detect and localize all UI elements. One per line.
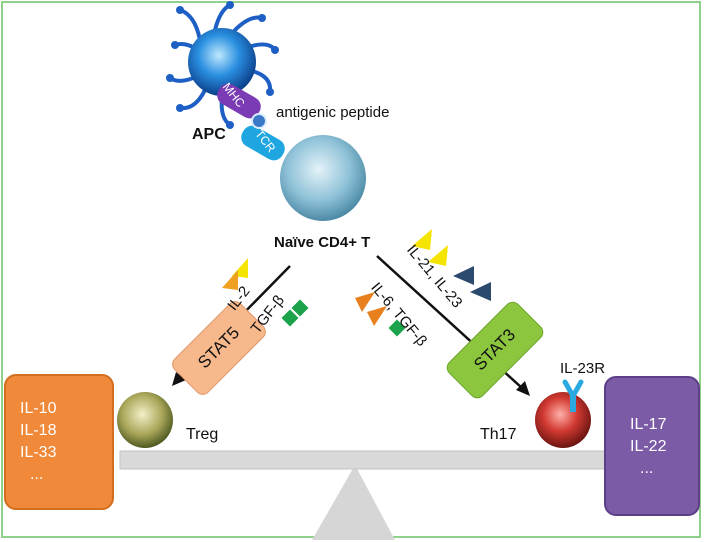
- th17-cell: [535, 392, 591, 448]
- cytokine-item: IL-17: [630, 416, 667, 433]
- il6-triangle-icon: [367, 306, 387, 326]
- treg-label: Treg: [186, 426, 219, 443]
- treg-cytokine-list: IL-10 IL-18 IL-33 ...: [20, 398, 56, 486]
- tgfb-diamond-icon: [388, 319, 406, 337]
- cytokine-item: IL-22: [630, 438, 667, 455]
- apc-label: APC: [192, 126, 226, 143]
- antigenic-peptide-icon: [251, 113, 267, 129]
- cytokine-item: ...: [640, 460, 654, 477]
- cytokine-item: ...: [30, 466, 44, 483]
- il6-triangle-icon: [355, 292, 375, 312]
- il23-triangle-icon: [470, 282, 491, 301]
- cytokine-item: IL-10: [20, 400, 57, 417]
- treg-cell: [117, 392, 173, 448]
- il2-triangle-icon: [222, 270, 238, 290]
- il23-triangle-icon: [453, 266, 474, 285]
- tcr-molecule: [241, 125, 285, 161]
- th17-label: Th17: [480, 426, 517, 443]
- cytokine-item: IL-33: [20, 444, 57, 461]
- apc-cell: [166, 1, 279, 129]
- right-arrowhead: [516, 381, 530, 396]
- left-arrowhead: [172, 372, 186, 386]
- antigenic-peptide-label: antigenic peptide: [276, 104, 390, 121]
- naive-cd4-t-label: Naïve CD4+ T: [274, 234, 371, 251]
- il21-triangle-icon: [428, 245, 448, 266]
- naive-cd4-t-cell: [280, 135, 366, 221]
- seesaw-plank: [119, 450, 611, 470]
- treg-cytokine-box: [4, 374, 114, 510]
- mhc-molecule: [217, 83, 261, 119]
- il23r-label: IL-23R: [560, 360, 606, 377]
- tgfb-diamond-icon: [291, 299, 309, 317]
- il23r-receptor-icon: [562, 379, 584, 412]
- il21-triangle-icon: [412, 229, 432, 250]
- seesaw-fulcrum: [312, 465, 395, 540]
- th17-cytokine-box: [604, 376, 700, 516]
- cytokine-item: IL-18: [20, 422, 57, 439]
- tgfb-diamond-icon: [281, 309, 299, 327]
- th17-cytokine-list: IL-17 IL-22 ...: [630, 414, 666, 480]
